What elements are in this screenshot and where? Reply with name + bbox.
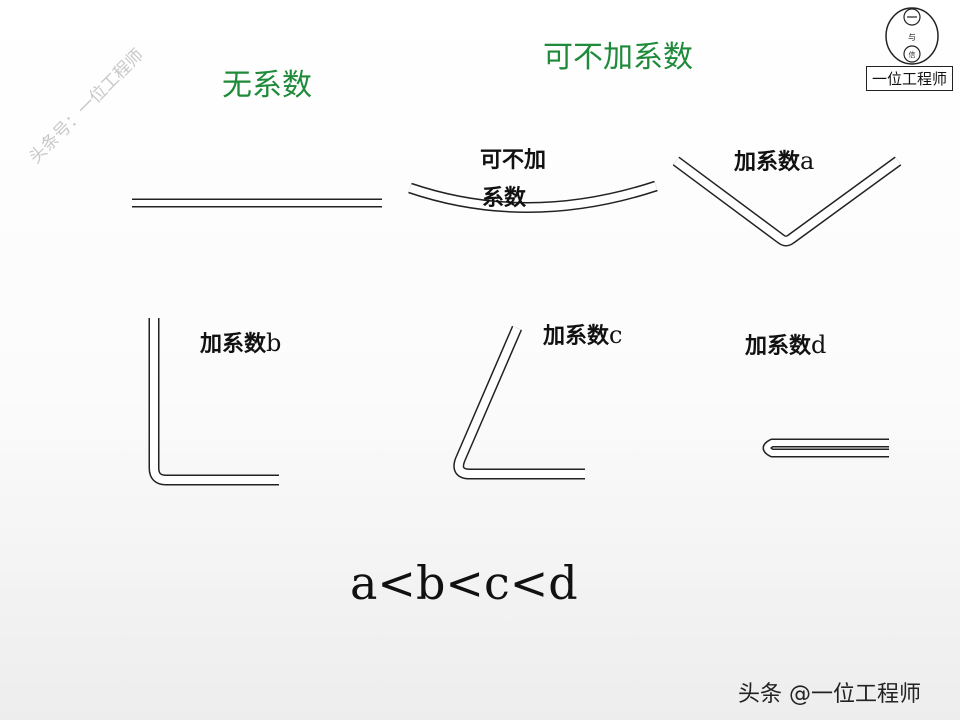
v-bend-bar [672,156,902,247]
label-prefix: 加系数 [543,324,610,349]
label-coefficient-b: 加系数b [200,326,281,358]
slight-bend-bar [408,180,658,213]
label-letter-b: b [266,329,282,357]
label-coefficient-a: 加系数a [734,144,814,176]
engineer-logo-icon: 与 信 [885,7,939,65]
hairpin-bar [762,438,889,458]
logo-caption: 一位工程师 [866,66,954,91]
heading-no-coefficient: 无系数 [222,68,312,103]
logo: 与 信 一位工程师 [866,4,958,91]
comparison-formula: a<b<c<d [350,556,578,610]
label-optional-line2: 系数 [482,186,527,211]
acute-angle-bar [453,325,585,480]
label-letter-d: d [811,331,827,359]
label-prefix: 加系数 [734,150,801,175]
svg-text:与: 与 [908,33,916,42]
label-letter-c: c [609,321,623,349]
label-coefficient-c: 加系数c [543,318,622,350]
label-optional-line1: 可不加 [480,148,547,173]
svg-text:信: 信 [909,50,916,59]
label-prefix: 加系数 [200,332,267,357]
label-coefficient-d: 加系数d [745,328,826,360]
footer-watermark: 头条 @一位工程师 [738,682,921,707]
label-letter-a: a [800,147,815,175]
heading-optional-coefficient: 可不加系数 [543,40,693,75]
right-angle-bar [148,318,279,486]
label-prefix: 加系数 [745,334,812,359]
